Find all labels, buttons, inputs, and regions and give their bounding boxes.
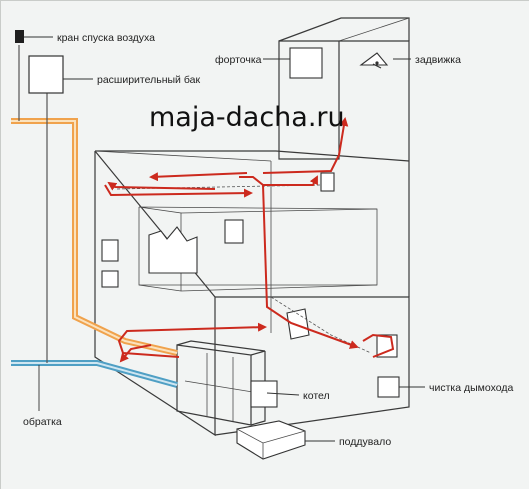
- damper-pivot: [375, 61, 379, 65]
- label-return-line: обратка: [23, 416, 62, 428]
- label-expansion-tank: расширительный бак: [97, 74, 200, 86]
- firebox-door: [250, 380, 278, 408]
- ash-pit: [236, 420, 306, 460]
- label-chimney-cleanout: чистка дымохода: [429, 382, 513, 394]
- return-pipe: [11, 360, 178, 388]
- watermark-text: maja-dacha.ru: [149, 102, 345, 133]
- label-air-vent-valve: кран спуска воздуха: [57, 32, 155, 44]
- supply-pipe: [11, 118, 178, 356]
- flue-gas-flow: [104, 117, 395, 363]
- side-door-upper: [101, 239, 119, 262]
- flue-opening-top: [320, 172, 335, 192]
- flue-opening-middle: [286, 308, 310, 340]
- vent-window: [289, 47, 323, 79]
- leader-lines: [24, 36, 425, 442]
- chimney: [278, 17, 410, 161]
- flue-channel-lower: [270, 296, 372, 354]
- inner-door: [224, 219, 244, 244]
- label-boiler: котел: [303, 390, 330, 402]
- oven-chamber: [138, 206, 378, 292]
- expansion-tank-icon: [28, 55, 64, 94]
- oven-opening: [148, 226, 198, 274]
- label-ash-pit: поддувало: [339, 436, 391, 448]
- chimney-cleanout-door: [377, 376, 400, 398]
- label-vent-window: форточка: [215, 54, 262, 66]
- side-door-lower: [101, 270, 119, 288]
- boiler: [176, 340, 278, 426]
- label-damper: задвижка: [415, 54, 461, 66]
- damper-icon: [359, 52, 389, 69]
- air-vent-valve-icon: [15, 30, 24, 43]
